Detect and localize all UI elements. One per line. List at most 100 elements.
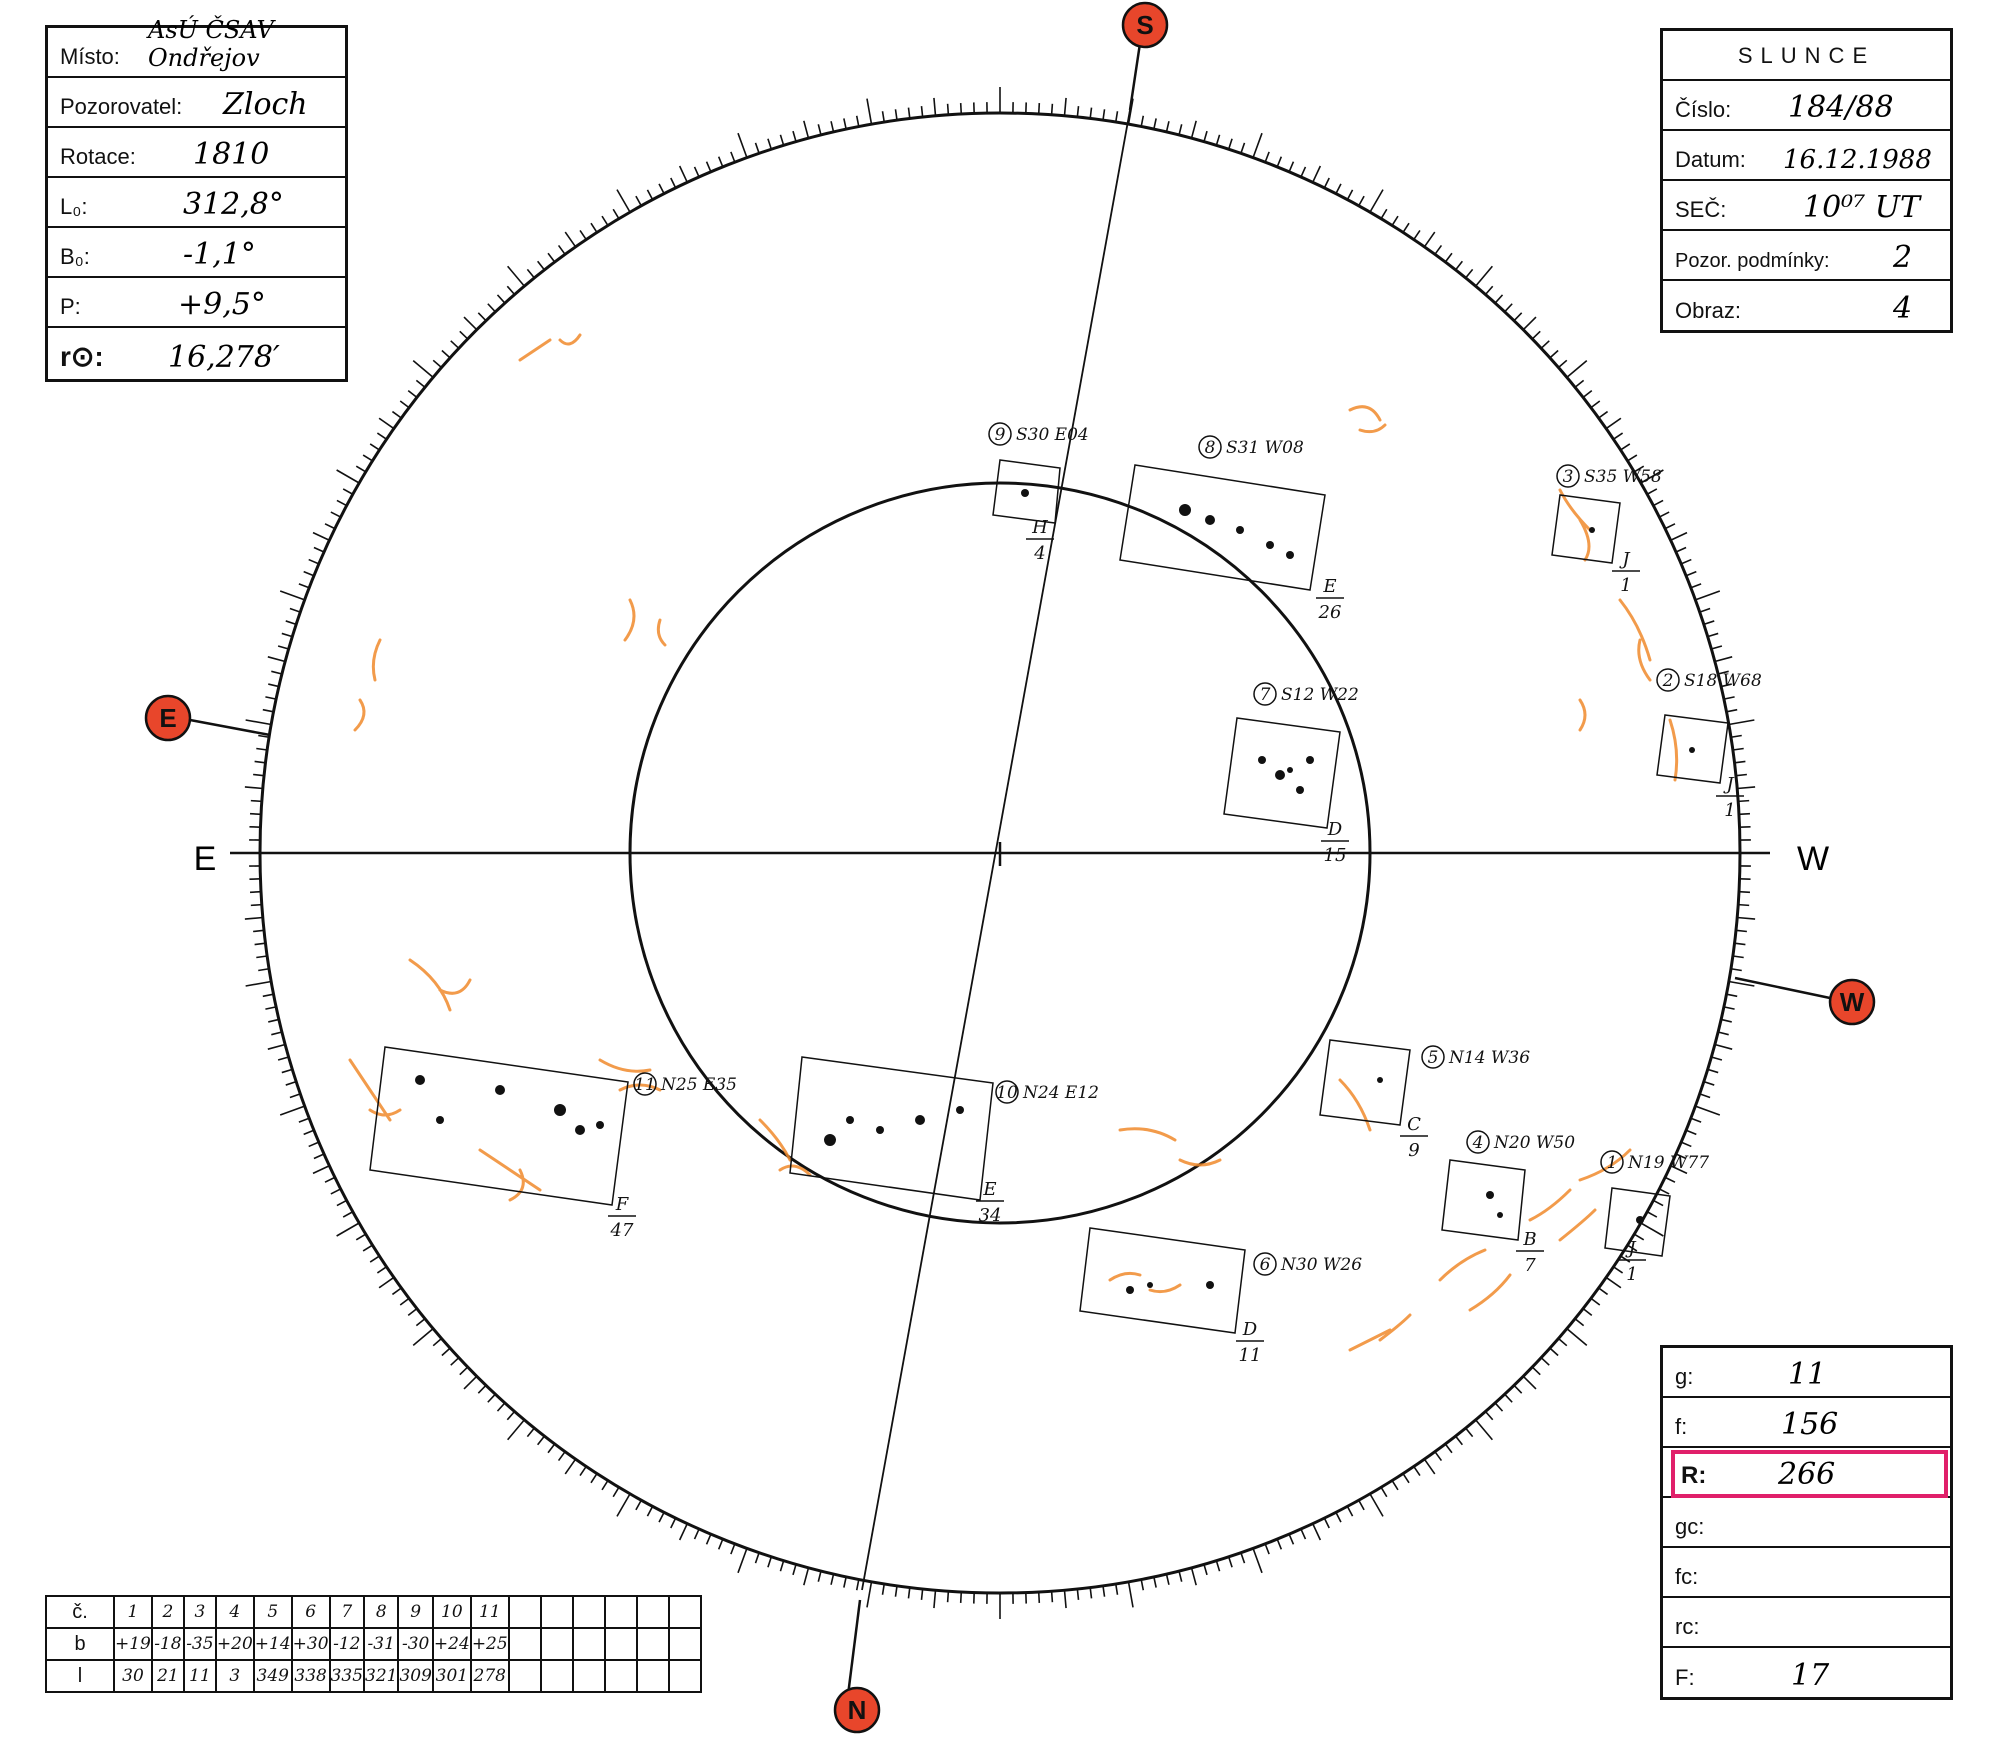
group-coords: N20 W50 bbox=[1493, 1133, 1575, 1153]
tick-mark bbox=[1346, 189, 1354, 200]
tick-mark bbox=[342, 488, 354, 495]
tick-mark bbox=[564, 1458, 577, 1475]
tick-mark bbox=[268, 683, 280, 688]
group-count: 1 bbox=[1620, 575, 1631, 596]
group-coords: S12 W22 bbox=[1281, 685, 1359, 705]
group-number-circle bbox=[1253, 1252, 1277, 1276]
sec-row: SEČ: 10⁰⁷ UT bbox=[1663, 181, 1950, 231]
tick-mark bbox=[1646, 488, 1658, 495]
tick-mark bbox=[1494, 1402, 1504, 1412]
tick-mark bbox=[312, 1165, 330, 1175]
table-cell: 1 bbox=[113, 1595, 153, 1629]
tick-mark bbox=[477, 312, 487, 322]
tick-mark bbox=[1153, 118, 1157, 130]
r-label: R: bbox=[1681, 1462, 1707, 1489]
tick-mark bbox=[477, 1384, 487, 1394]
fc-row: fc: bbox=[1663, 1548, 1950, 1598]
pozorovatel-value: Zloch bbox=[223, 87, 308, 122]
tick-mark bbox=[1685, 570, 1697, 577]
table-cell: 349 bbox=[252, 1659, 293, 1693]
tick-mark bbox=[658, 1511, 665, 1523]
tick-mark bbox=[1203, 1564, 1208, 1576]
tick-mark bbox=[1675, 546, 1687, 553]
tick-mark bbox=[1549, 1347, 1559, 1357]
tick-mark bbox=[369, 1255, 380, 1263]
group-number: 2 bbox=[1662, 671, 1674, 691]
tick-mark bbox=[289, 607, 301, 613]
tick-mark bbox=[250, 799, 262, 803]
tick-mark bbox=[1475, 265, 1493, 287]
tick-mark bbox=[907, 107, 911, 119]
tick-mark bbox=[399, 400, 410, 409]
tick-mark bbox=[564, 231, 577, 248]
tick-mark bbox=[1680, 558, 1692, 565]
g-label: g: bbox=[1675, 1364, 1694, 1389]
table-row-b: b +19-18-35+20+14+30-12-31-30+24+25 bbox=[45, 1627, 702, 1661]
tick-mark bbox=[1670, 1165, 1688, 1175]
group-coords: N25 E35 bbox=[660, 1075, 737, 1095]
f-value: 156 bbox=[1781, 1407, 1839, 1442]
gc-row: gc: bbox=[1663, 1498, 1950, 1548]
tick-mark bbox=[1633, 1233, 1645, 1241]
group-number-circle bbox=[1421, 1045, 1445, 1069]
group-count: 4 bbox=[1033, 543, 1045, 564]
group-count: 26 bbox=[1318, 602, 1342, 623]
east-axis-label: E bbox=[194, 840, 217, 878]
tick-mark bbox=[537, 1435, 546, 1446]
tick-mark bbox=[1475, 1419, 1493, 1441]
tick-mark bbox=[959, 1591, 963, 1604]
tick-mark bbox=[1675, 1153, 1687, 1160]
tick-mark bbox=[616, 189, 631, 213]
tick-mark bbox=[459, 330, 469, 340]
tick-mark bbox=[1423, 231, 1436, 248]
group-coords: N19 W77 bbox=[1627, 1153, 1709, 1173]
tick-mark bbox=[399, 1297, 410, 1306]
tick-mark bbox=[407, 390, 418, 399]
podminky-label: Pozor. podmínky: bbox=[1675, 250, 1830, 272]
tick-mark bbox=[1252, 132, 1263, 158]
tick-mark bbox=[1484, 285, 1494, 296]
fc-label: fc: bbox=[1675, 1564, 1699, 1589]
tick-mark bbox=[330, 1188, 342, 1195]
tick-mark bbox=[1264, 151, 1270, 163]
group-number-circle bbox=[1556, 464, 1580, 488]
tick-mark bbox=[1076, 106, 1080, 118]
sec-value: 10⁰⁷ UT bbox=[1803, 190, 1921, 225]
tick-mark bbox=[557, 244, 566, 255]
tick-mark bbox=[1402, 222, 1410, 233]
tick-mark bbox=[1720, 683, 1732, 688]
table-cell bbox=[667, 1595, 702, 1629]
tick-mark bbox=[855, 1579, 860, 1591]
tick-mark bbox=[1738, 903, 1750, 907]
tick-mark bbox=[1335, 1511, 1342, 1523]
tick-mark bbox=[1690, 1117, 1702, 1123]
tick-mark bbox=[279, 1105, 305, 1116]
tick-mark bbox=[1504, 303, 1513, 313]
slunce-title: SLUNCE bbox=[1737, 43, 1876, 68]
tick-mark bbox=[262, 708, 274, 713]
tick-mark bbox=[1598, 1287, 1609, 1296]
datum-row: Datum: 16.12.1988 bbox=[1663, 131, 1950, 181]
tick-mark bbox=[866, 1581, 873, 1608]
tick-mark bbox=[281, 632, 293, 638]
group-box-11 bbox=[369, 1046, 629, 1206]
tick-mark bbox=[526, 268, 535, 279]
tick-mark bbox=[1346, 1506, 1354, 1517]
tick-mark bbox=[1484, 1410, 1494, 1421]
tick-mark bbox=[843, 1576, 847, 1588]
table-cell bbox=[603, 1659, 638, 1693]
tick-mark bbox=[1735, 773, 1747, 777]
tick-mark bbox=[1153, 1576, 1157, 1588]
tick-mark bbox=[1288, 161, 1295, 173]
tick-mark bbox=[1737, 916, 1756, 920]
group-coords: S30 E04 bbox=[1016, 425, 1089, 445]
tick-mark bbox=[779, 134, 785, 146]
table-cell: 10 bbox=[431, 1595, 472, 1629]
group-coords: S18 W68 bbox=[1684, 671, 1762, 691]
tick-mark bbox=[1735, 929, 1747, 933]
tick-mark bbox=[253, 773, 265, 777]
gc-label: gc: bbox=[1675, 1514, 1705, 1539]
group-coords: S31 W08 bbox=[1226, 438, 1304, 458]
